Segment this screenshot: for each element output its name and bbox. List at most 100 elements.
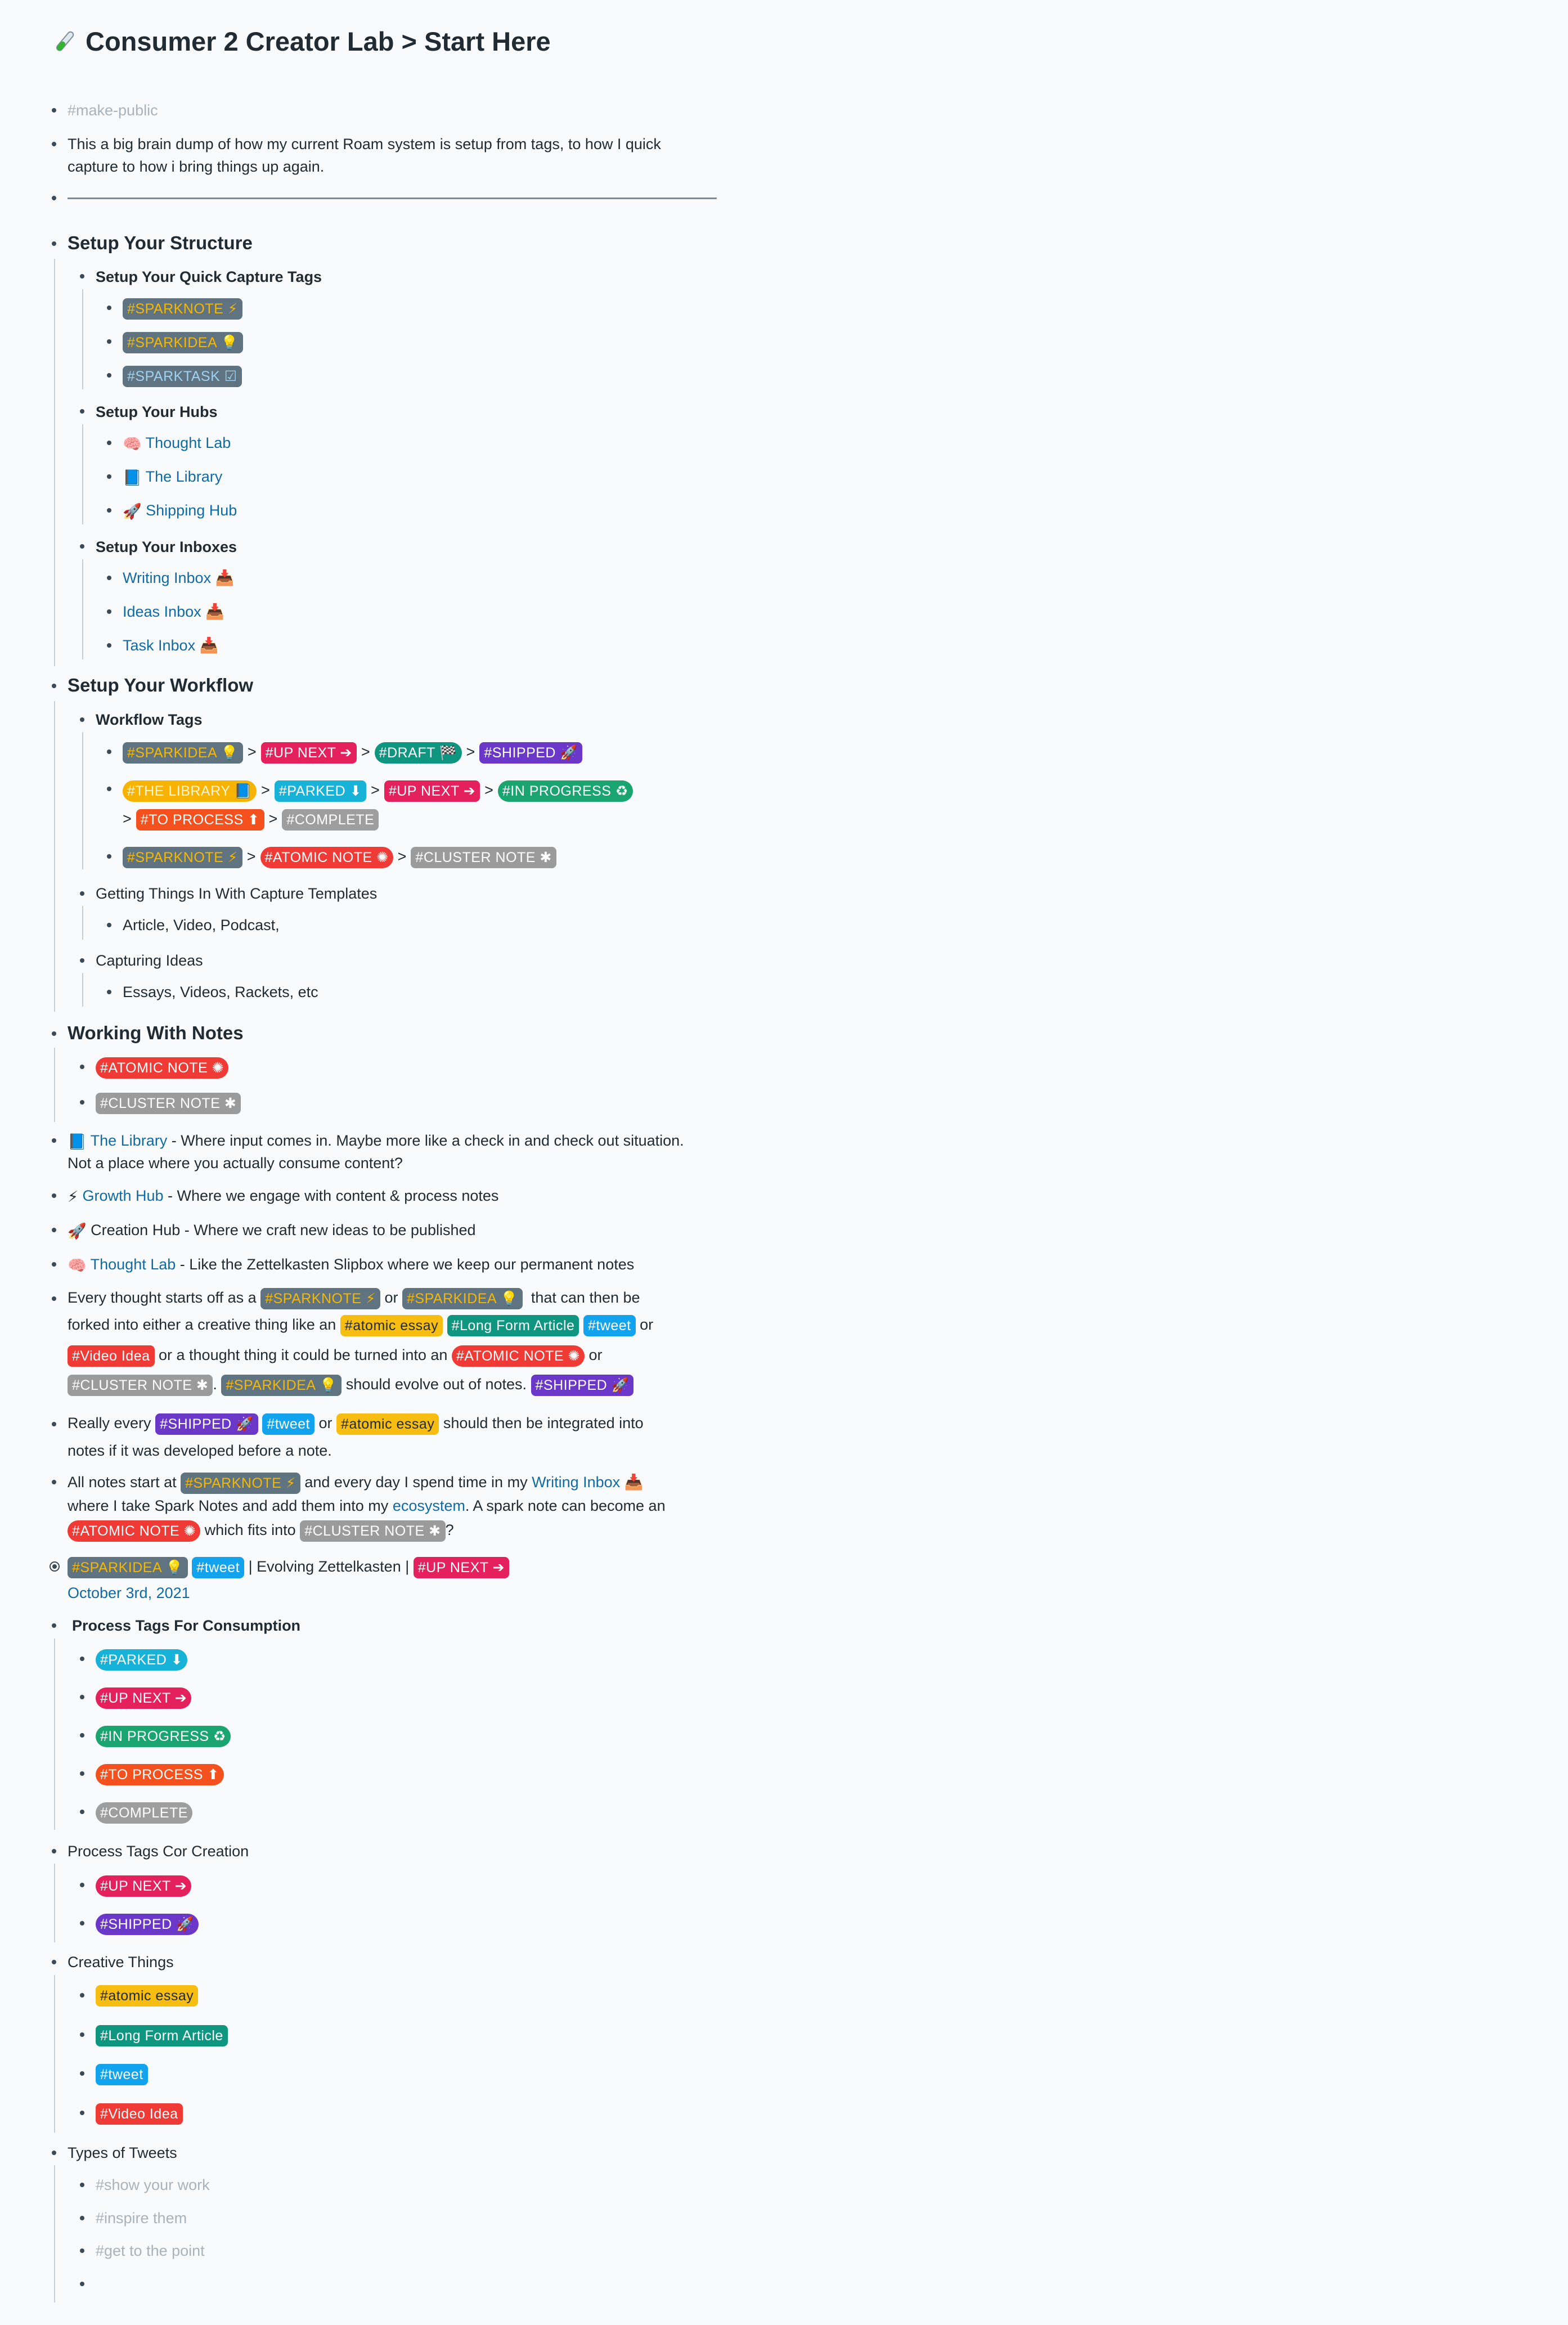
bullet[interactable] (107, 339, 111, 344)
tweets-heading[interactable]: Types of Tweets (68, 2144, 177, 2161)
parked-tag[interactable]: #PARKED ⬇ (274, 780, 367, 802)
bullet[interactable] (80, 2183, 84, 2187)
bullet[interactable] (52, 1960, 56, 1964)
hubs-heading[interactable]: Setup Your Hubs (96, 403, 218, 420)
collapsed-bullet[interactable] (50, 1561, 60, 1572)
bullet[interactable] (52, 1031, 56, 1036)
parked-tag[interactable]: #PARKED ⬇ (96, 1649, 188, 1671)
atomic-essay-tag[interactable]: #atomic essay (96, 1985, 199, 2007)
thought-lab-link[interactable]: Thought Lab (90, 1256, 176, 1273)
sparknote-tag[interactable]: #SPARKNOTE ⚡ (260, 1287, 380, 1309)
bullet[interactable] (80, 409, 84, 414)
bullet[interactable] (80, 2032, 84, 2037)
bullet[interactable] (107, 609, 111, 614)
shipped-tag[interactable]: #SHIPPED 🚀 (155, 1413, 258, 1435)
sparkidea-tag[interactable]: #SPARKIDEA 💡 (68, 1556, 188, 1578)
bullet[interactable] (107, 508, 111, 513)
inboxes-heading[interactable]: Setup Your Inboxes (96, 538, 237, 555)
bullet[interactable] (52, 1849, 56, 1853)
bullet[interactable] (107, 990, 111, 994)
shipped-tag[interactable]: #SHIPPED 🚀 (531, 1374, 634, 1396)
tweet-tag[interactable]: #tweet (583, 1314, 636, 1336)
to-process-tag[interactable]: #TO PROCESS ⬆ (96, 1763, 224, 1785)
sparknote-tag[interactable]: #SPARKNOTE ⚡ (123, 846, 242, 868)
bullet[interactable] (52, 108, 56, 113)
page-title[interactable]: Consumer 2 Creator Lab > Start Here (52, 26, 551, 57)
long-form-tag[interactable]: #Long Form Article (96, 2025, 228, 2046)
idea-types-item[interactable]: Essays, Videos, Rackets, etc (123, 984, 318, 1000)
atomic-note-tag[interactable]: #ATOMIC NOTE ✺ (260, 846, 393, 868)
bullet[interactable] (52, 1296, 56, 1301)
bullet[interactable] (52, 1138, 56, 1143)
cluster-note-tag[interactable]: #CLUSTER NOTE ✱ (411, 846, 556, 868)
bullet[interactable] (80, 1921, 84, 1925)
in-progress-tag[interactable]: #IN PROGRESS ♻ (96, 1725, 231, 1747)
bullet[interactable] (107, 306, 111, 310)
workflow-heading[interactable]: Setup Your Workflow (68, 675, 254, 695)
shipped-tag[interactable]: #SHIPPED 🚀 (96, 1913, 199, 1935)
video-idea-tag[interactable]: #Video Idea (96, 2103, 183, 2125)
up-next-tag[interactable]: #UP NEXT ➔ (413, 1556, 509, 1578)
bullet[interactable] (52, 1228, 56, 1232)
up-next-tag[interactable]: #UP NEXT ➔ (260, 742, 357, 764)
bullet[interactable] (52, 1422, 56, 1426)
bullet[interactable] (52, 1623, 56, 1628)
hub-link-shipping[interactable]: 🚀 Shipping Hub (123, 499, 237, 523)
bullet[interactable] (52, 196, 56, 200)
bullet-empty[interactable] (80, 2282, 84, 2286)
ecosystem-link[interactable]: ecosystem (392, 1497, 465, 1514)
sparkidea-tag[interactable]: #SPARKIDEA 💡 (402, 1287, 523, 1309)
complete-tag[interactable]: #COMPLETE (96, 1802, 192, 1824)
capture-templates-item[interactable]: Getting Things In With Capture Templates (96, 885, 378, 902)
cluster-note-tag[interactable]: #CLUSTER NOTE ✱ (300, 1520, 446, 1542)
long-form-tag[interactable]: #Long Form Article (447, 1314, 579, 1336)
atomic-essay-tag[interactable]: #atomic essay (340, 1314, 443, 1336)
sparkidea-tag[interactable]: #SPARKIDEA 💡 (123, 331, 243, 353)
bullet[interactable] (107, 441, 111, 445)
bullet[interactable] (107, 474, 111, 479)
tweet-type-point[interactable]: #get to the point (96, 2242, 205, 2259)
task-inbox-link[interactable]: Task Inbox 📥 (123, 637, 219, 654)
creation-text[interactable]: Creation Hub - Where we craft new ideas … (91, 1222, 476, 1238)
bullet[interactable] (107, 749, 111, 754)
capture-types-item[interactable]: Article, Video, Podcast, (123, 917, 280, 933)
bullet[interactable] (52, 142, 56, 146)
bullet[interactable] (80, 1993, 84, 1998)
bullet[interactable] (80, 958, 84, 963)
bullet[interactable] (80, 2248, 84, 2253)
sparkidea-tag[interactable]: #SPARKIDEA 💡 (221, 1374, 342, 1396)
sparkidea-tag[interactable]: #SPARKIDEA 💡 (123, 742, 243, 764)
tweet-tag[interactable]: #tweet (192, 1556, 245, 1578)
bullet[interactable] (52, 1193, 56, 1198)
bullet[interactable] (107, 373, 111, 378)
brain-dump-text[interactable]: This a big brain dump of how my current … (68, 136, 661, 152)
complete-tag[interactable]: #COMPLETE (282, 809, 379, 831)
hub-link-thought-lab[interactable]: 🧠 Thought Lab (123, 432, 231, 455)
bullet[interactable] (52, 2151, 56, 2155)
sparknote-tag[interactable]: #SPARKNOTE ⚡ (181, 1472, 300, 1494)
tweet-tag[interactable]: #tweet (262, 1413, 315, 1435)
bullet[interactable] (80, 1771, 84, 1776)
bullet[interactable] (80, 274, 84, 279)
library-link[interactable]: The Library (90, 1132, 168, 1149)
the-library-tag[interactable]: #THE LIBRARY 📘 (123, 780, 257, 802)
sparknote-tag[interactable]: #SPARKNOTE ⚡ (123, 298, 242, 320)
bullet[interactable] (80, 1657, 84, 1661)
capturing-ideas-item[interactable]: Capturing Ideas (96, 952, 203, 969)
bullet[interactable] (52, 241, 56, 246)
atomic-note-tag[interactable]: #ATOMIC NOTE ✺ (68, 1520, 201, 1542)
to-process-tag[interactable]: #TO PROCESS ⬆ (136, 809, 264, 831)
tweet-type-inspire[interactable]: #inspire them (96, 2210, 187, 2227)
bullet[interactable] (80, 1733, 84, 1738)
atomic-note-tag[interactable]: #ATOMIC NOTE ✺ (96, 1057, 229, 1079)
bullet[interactable] (52, 684, 56, 688)
consumption-heading[interactable]: Process Tags For Consumption (72, 1617, 301, 1634)
up-next-tag[interactable]: #UP NEXT ➔ (96, 1687, 192, 1709)
bullet[interactable] (80, 2216, 84, 2220)
notes-heading[interactable]: Working With Notes (68, 1022, 244, 1043)
up-next-tag[interactable]: #UP NEXT ➔ (384, 780, 480, 802)
structure-heading[interactable]: Setup Your Structure (68, 232, 253, 253)
growth-hub-link[interactable]: Growth Hub (82, 1187, 164, 1204)
cluster-note-tag[interactable]: #CLUSTER NOTE ✱ (96, 1092, 241, 1114)
bullet[interactable] (80, 1695, 84, 1699)
